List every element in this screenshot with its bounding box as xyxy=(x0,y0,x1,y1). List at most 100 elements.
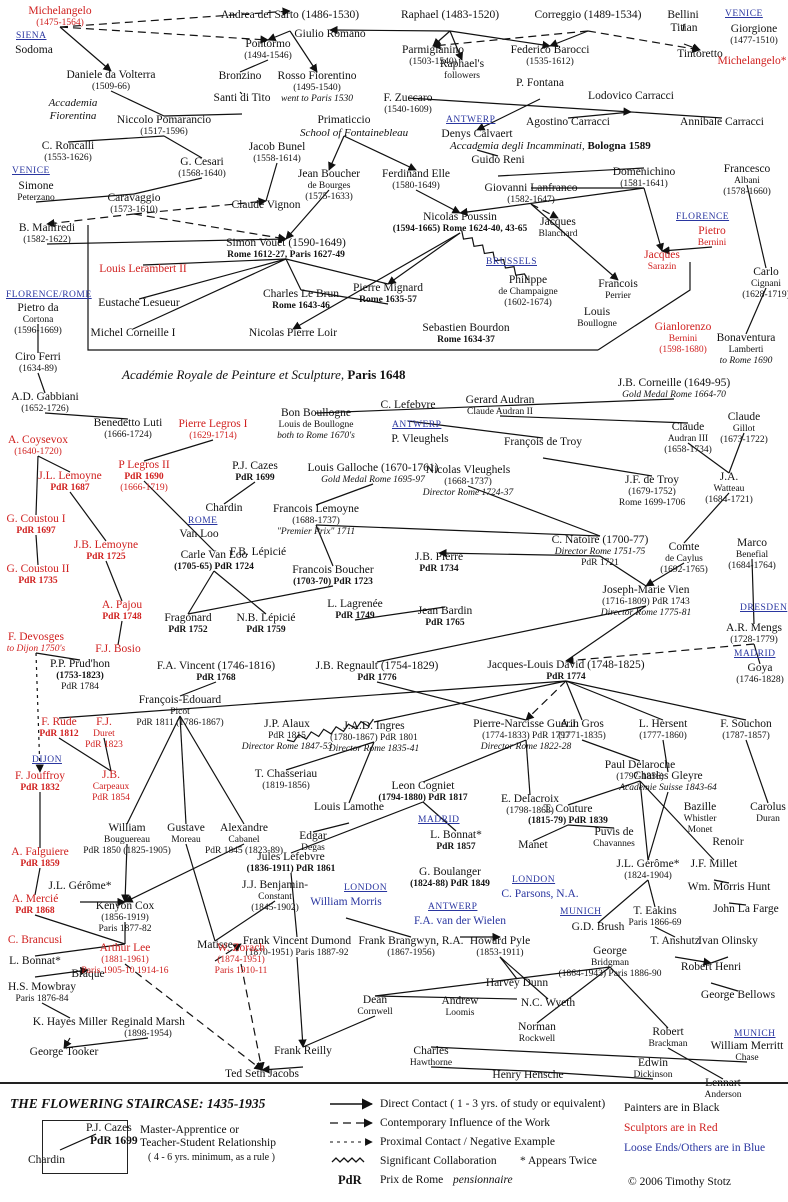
artist-wyeth: N.C. Wyeth xyxy=(521,997,575,1010)
artist-detail: (1777-1860) xyxy=(639,731,687,741)
legend-twice: * Appears Twice xyxy=(520,1155,597,1167)
artist-name: Manet xyxy=(518,839,548,851)
artist-nvleughels: Nicolas Vleughels(1668-1737)Director Rom… xyxy=(423,464,513,499)
artist-barocci: Federico Barocci(1535-1612) xyxy=(511,44,590,68)
artist-name: Giulio Romano xyxy=(294,28,366,40)
artist-name: Matisse xyxy=(197,939,233,951)
artist-henri: Robert Henri xyxy=(681,961,741,974)
artist-name: Jean Boucher xyxy=(297,168,361,180)
edge-guerin-to-cogniet xyxy=(422,739,527,783)
academy-fiorentina: Accademia Fiorentina xyxy=(48,97,98,122)
edge-delaroche-to-gerome1 xyxy=(639,780,649,861)
city-florence-rome: FLORENCE/ROME xyxy=(6,290,92,300)
edge-mowbray-to-miller xyxy=(41,1002,71,1019)
artist-pontormo: Pontormo(1494-1546) xyxy=(244,38,292,62)
artist-correggio: Correggio (1489-1534) xyxy=(535,9,642,22)
artist-detail: Lamberti xyxy=(728,345,764,355)
artist-name: L. Bonnat* xyxy=(430,829,482,841)
edge-hunt-to-lafarge xyxy=(728,902,747,906)
artist-detail-2: Paris 1877-82 xyxy=(98,924,152,934)
academy-fontainebleau: School of Fontainebleau xyxy=(300,127,409,139)
artist-name: Nicolas Vleughels xyxy=(425,464,511,476)
artist-cogniet: Leon Cogniet(1794-1880) PdR 1817 xyxy=(378,780,467,804)
artist-detail: Gold Medal Rome 1695-97 xyxy=(321,475,425,485)
artist-giorgione: Giorgione(1477-1510) xyxy=(730,23,778,47)
artist-detail: PdR 1759 xyxy=(246,625,286,635)
edge-zorach-to-jacobs xyxy=(240,963,265,1071)
edge-dumond-to-reilly xyxy=(296,956,307,1048)
artist-detail: PdR 1774 xyxy=(546,672,586,682)
artist-detail: (1580-1649) xyxy=(392,181,440,191)
edge-mengs-to-david xyxy=(565,643,755,665)
artist-name: A. Mercié xyxy=(11,893,59,905)
legend-collab: Significant Collaboration xyxy=(380,1155,497,1167)
artist-lerambert: Louis Lerambert II xyxy=(99,263,187,276)
artist-tooker: George Tooker xyxy=(30,1046,99,1059)
artist-name: Louis xyxy=(583,306,611,318)
artist-gerome1: J.L. Gérôme*(1824-1904) xyxy=(617,858,680,882)
edge-raphael-to-raphfollow xyxy=(449,30,463,61)
artist-detail: (1746-1828) xyxy=(736,675,784,685)
edge-reni-to-domenichino xyxy=(497,167,645,177)
artist-name: Daniele da Volterra xyxy=(66,69,156,81)
artist-detail: (1652-1726) xyxy=(21,404,69,414)
artist-name: F. Rude xyxy=(41,716,77,728)
edge-ferri-to-gabbiani xyxy=(37,372,46,394)
artist-vleughelsp: P. Vleughels xyxy=(391,433,448,446)
artist-name: Annibale Carracci xyxy=(680,116,764,128)
artist-name: N.B. Lépicié xyxy=(236,612,296,624)
edge-millet-to-hunt xyxy=(713,879,730,884)
edge-michelangelo-to-volterra xyxy=(59,26,112,72)
edge-domenichino-to-sarazin xyxy=(643,187,664,252)
artist-name: Pierre-Narcisse Guérin xyxy=(473,718,579,730)
artist-detail-2: went to Paris 1530 xyxy=(280,94,354,104)
artist-detail: Loomis xyxy=(445,1008,475,1018)
artist-name: W. Zorach xyxy=(216,942,266,954)
artist-parmigianino: Parmigianino(1503-1540) xyxy=(402,44,464,68)
artist-wmorris: William Morris xyxy=(310,896,381,909)
edge-mengs-to-goya xyxy=(753,643,761,665)
artist-lepicie1: F.B. Lépicié xyxy=(230,546,286,559)
artist-detail-2: PdR 1811 (1786-1867) xyxy=(136,718,224,728)
artist-vanloo: Van Loo xyxy=(179,528,218,541)
artist-detail: Degas xyxy=(301,843,325,853)
edge-picot-to-bouguereau xyxy=(126,715,181,825)
artist-detail: (1881-1961) xyxy=(101,955,149,965)
artist-detail: Louis de Boullogne xyxy=(278,420,354,430)
edge-picot-to-moreau xyxy=(179,715,187,825)
artist-sarto: Andrea del Sarto (1486-1530) xyxy=(221,9,359,22)
artist-detail-2: PdR 1823 xyxy=(85,740,123,750)
artist-detail: PdR 1699 xyxy=(235,473,275,483)
artist-detail-2: both to Rome 1670's xyxy=(277,431,355,441)
artist-detail-2: Paris 1910-11 xyxy=(214,966,268,976)
artist-detail: (1787-1857) xyxy=(722,731,770,741)
artist-name: Eustache Lesueur xyxy=(98,297,180,309)
artist-name: Benedetto Luti xyxy=(93,417,163,429)
edge-moreau-to-matisse xyxy=(185,843,216,942)
artist-detail: (1867-1956) xyxy=(387,948,435,958)
artist-dunn: Harvey Dunn xyxy=(486,977,548,990)
artist-name: L. Lagrenée xyxy=(327,598,383,610)
artist-name: P. Vleughels xyxy=(391,433,449,445)
city-madrid-2: MADRID xyxy=(418,815,460,825)
edge-bridgman-to-rockwell xyxy=(536,966,611,1024)
legend-box-line3: Chardin xyxy=(28,1154,66,1166)
artist-alee: Arthur Lee(1881-1961)Paris 1905-10 1914-… xyxy=(81,942,168,977)
artist-gerome2: J.L. Gérôme* xyxy=(49,880,112,893)
artist-name: L. Hersent xyxy=(638,718,688,730)
artist-name: Nicolas Pierre Loir xyxy=(248,327,338,339)
city-munich-1: MUNICH xyxy=(560,907,602,917)
artist-chasseriau: T. Chasseriau(1819-1856) xyxy=(255,768,317,792)
artist-name: F. Souchon xyxy=(720,718,772,730)
artist-detail: PdR 1868 xyxy=(15,906,55,916)
artist-detail-2: Director Rome 1775-81 xyxy=(600,608,692,618)
artist-flemoyne: Francois Lemoyne(1688-1737)"Premier Prix… xyxy=(273,503,359,538)
artist-name: Parmigianino xyxy=(402,44,464,56)
